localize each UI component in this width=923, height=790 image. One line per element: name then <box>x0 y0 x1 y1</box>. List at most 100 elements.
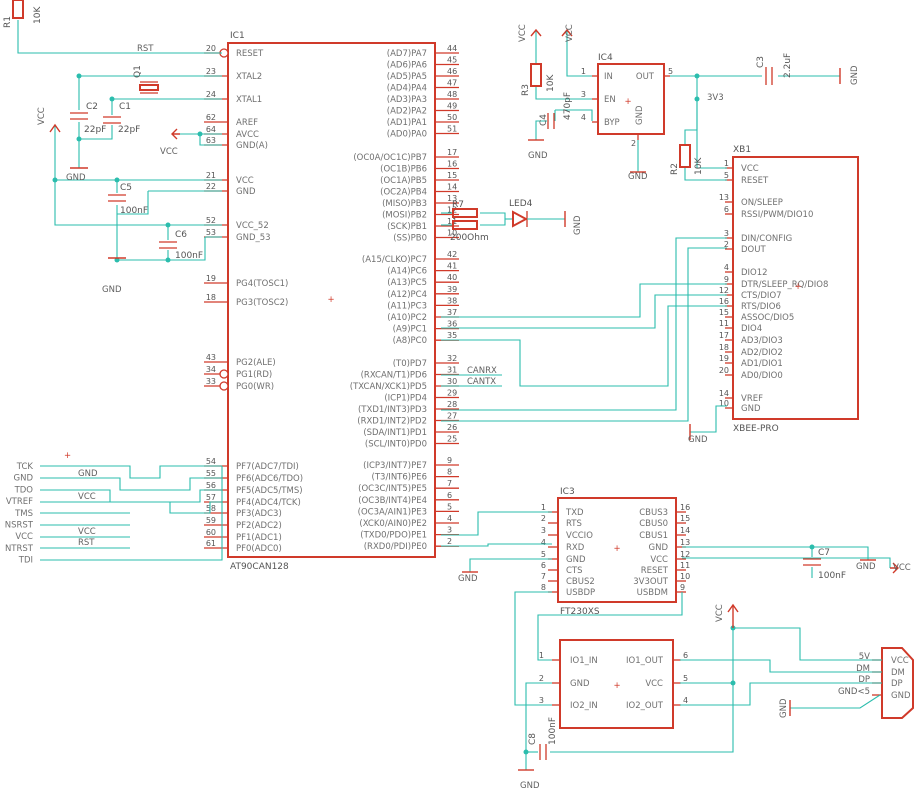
ic1-at90can128[interactable]: IC1 AT90CAN128 RESET20XTAL223XTAL124AREF… <box>204 31 459 572</box>
r7-value: 200Ohm <box>450 233 489 243</box>
r7-resistor-array[interactable]: R7 200Ohm <box>450 200 489 243</box>
pin-label: (TXCAN/XCK1)PD5 <box>350 382 427 392</box>
pin-number: 5 <box>683 674 688 683</box>
pin-label: (AD1)PA1 <box>387 118 427 128</box>
svg-text:GND: GND <box>856 562 876 572</box>
c2-ref: C2 <box>86 102 98 112</box>
c1-capacitor[interactable]: C1 22pF <box>103 102 140 135</box>
pin-label: (A11)PC3 <box>387 301 427 311</box>
pin-label: (T0)PD7 <box>393 359 427 369</box>
pin-number: 21 <box>206 171 216 180</box>
pin-label: RXD <box>566 543 585 553</box>
pin-label: PF4(ADC4/TCK) <box>236 498 301 508</box>
pin-number: 60 <box>206 528 216 537</box>
pin-label: XTAL1 <box>236 95 262 105</box>
r1-resistor[interactable]: R1 10K <box>3 0 43 28</box>
pin-label: (T3/INT6)PE6 <box>372 473 427 483</box>
q1-crystal[interactable]: Q1 <box>133 65 159 94</box>
pin-number: 16 <box>680 503 690 512</box>
c7-value: 100nF <box>818 571 846 581</box>
xb1-pins: VCC1RESET5ON/SLEEP13RSSI/PWM/DIO106DIN/C… <box>719 159 829 414</box>
pin-label: ASSOC/DIO5 <box>741 313 794 323</box>
pin-label: (TXD0/PDO)PE1 <box>360 531 427 541</box>
pin-label: CBUS0 <box>639 519 668 529</box>
pin-label: OUT <box>636 72 655 82</box>
xb1-body <box>732 156 859 420</box>
svg-text:VCC: VCC <box>715 604 725 622</box>
c5-capacitor[interactable]: C5 100nF <box>108 183 148 216</box>
pin-label: IO2_OUT <box>626 701 664 711</box>
gnd-symbols: GND GND GND GND GND GND GND GND GND GND … <box>66 65 876 790</box>
pin-number: 10 <box>680 572 690 581</box>
svg-text:GND: GND <box>528 151 548 161</box>
c4-capacitor[interactable]: C4 470pF <box>539 92 573 129</box>
svg-text:GND: GND <box>628 172 648 182</box>
pin-number: 5 <box>447 502 452 511</box>
ic3-body <box>557 497 677 603</box>
c3-value: 2.2uF <box>783 53 793 78</box>
r2-value: 10K <box>694 157 704 175</box>
c2-capacitor[interactable]: C2 22pF <box>70 102 106 135</box>
ic4-origin-mark: + <box>624 97 631 107</box>
pin-number: 17 <box>719 331 729 340</box>
pin-label: (RXD0/PDI)PE0 <box>364 542 427 552</box>
led4[interactable]: LED4 <box>505 199 565 228</box>
xb1-xbee-pro[interactable]: XB1 XBEE-PRO VCC1RESET5ON/SLEEP13RSSI/PW… <box>719 145 859 434</box>
c7-capacitor[interactable]: C7 100nF <box>803 548 846 581</box>
r3-resistor[interactable]: R3 10K <box>521 63 556 96</box>
pin-number: 36 <box>447 320 457 329</box>
pin-label: (A10)PC2 <box>387 313 427 323</box>
pin-number: 39 <box>447 285 457 294</box>
pin-label: EN <box>604 95 616 105</box>
pin-label: GND_53 <box>236 233 271 243</box>
c8-capacitor[interactable]: C8 100nF <box>528 717 558 760</box>
c3-ref: C3 <box>756 56 766 68</box>
pin-number: 5 <box>541 550 546 559</box>
pin-number: 2 <box>724 240 729 249</box>
c6-capacitor[interactable]: C6 100nF <box>159 230 203 261</box>
svg-text:VCC: VCC <box>565 24 575 42</box>
pin-number: 13 <box>447 194 457 203</box>
pin-number: 29 <box>447 389 457 398</box>
pin-label: PF3(ADC3) <box>236 509 282 519</box>
pin-number: 1 <box>539 651 544 660</box>
c3-capacitor[interactable]: C3 2.2uF <box>756 53 793 85</box>
pin-label: GND <box>649 543 669 553</box>
pin-label: (SCL/INT0)PD0 <box>365 440 427 450</box>
pin-label: (SCK)PB1 <box>387 222 427 232</box>
xb1-origin-mark: + <box>794 282 801 292</box>
pin-label: PG2(ALE) <box>236 358 276 368</box>
pin-number: 37 <box>447 308 457 317</box>
jtag-header: TCKGNDTDOVTREFTMSNSRSTVCCNTRSTTDIGNDVCCV… <box>5 462 98 566</box>
pin-label: (A8)PC0 <box>393 336 427 346</box>
pin-number: 18 <box>719 343 729 352</box>
pin-label: PG4(TOSC1) <box>236 279 288 289</box>
pin-label: (SDA/INT1)PD1 <box>363 428 427 438</box>
pin-label: CTS/DIO7 <box>741 291 782 301</box>
pin-label: DTR/SLEEP_RQ/DIO8 <box>741 280 828 290</box>
pin-number: 4 <box>581 113 586 122</box>
usb-net-label: DP <box>858 675 870 685</box>
pin-number: 1 <box>541 503 546 512</box>
pin-number: 9 <box>680 583 685 592</box>
r2-resistor[interactable]: R2 10K <box>670 144 704 175</box>
r3-value: 10K <box>546 74 556 92</box>
pin-label: IN <box>604 72 613 82</box>
pin-number: 2 <box>541 514 546 523</box>
pin-number: 1 <box>724 159 729 168</box>
pin-number: 32 <box>447 354 457 363</box>
led4-ref: LED4 <box>509 199 533 209</box>
pin-number: 16 <box>447 160 457 169</box>
pin-number: 26 <box>447 423 457 432</box>
ic3-ft230xs[interactable]: IC3 FT230XS TXD1RTS2VCCIO3RXD4GND5CTS6CB… <box>541 487 690 617</box>
pin-number: 27 <box>447 412 457 421</box>
ic1-left-pins: RESET20XTAL223XTAL124AREF62AVCC64GND(A)6… <box>204 44 303 554</box>
pin-label: VCC <box>645 679 663 689</box>
pin-number: 55 <box>206 469 216 478</box>
c5-value: 100nF <box>120 206 148 216</box>
pin-number: 8 <box>447 468 452 477</box>
